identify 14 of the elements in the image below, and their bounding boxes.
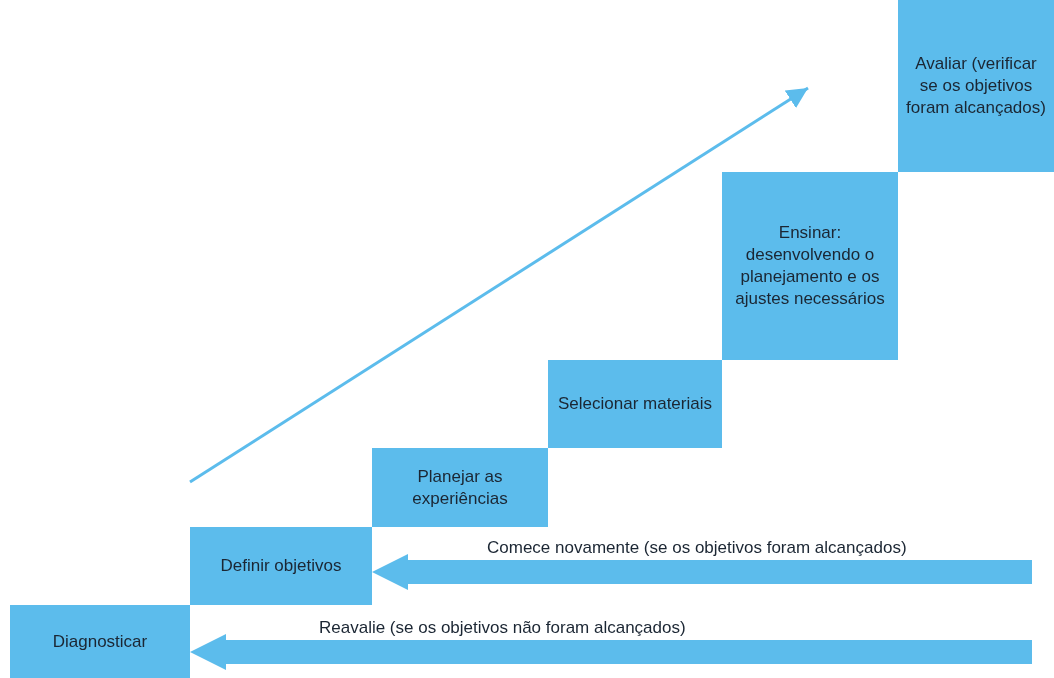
step-box [10, 605, 190, 678]
arrow [190, 634, 1032, 670]
step-box [722, 172, 898, 360]
step-box [190, 527, 372, 605]
step-box [372, 448, 548, 527]
step-text: Ensinar: desenvolvendo o planejamento e os ajustes necessários [734, 222, 886, 310]
step-text: Selecionar materiais [558, 393, 712, 415]
step-box [898, 0, 1054, 172]
step-box [548, 360, 722, 448]
step-text: Definir objetivos [220, 555, 342, 577]
step-text: Diagnosticar [52, 630, 148, 653]
step-text: Planejar as experiências [411, 465, 509, 510]
step-text: Avaliar (verificar se os objetivos foram alcançados) [905, 53, 1047, 119]
arrow [372, 554, 1032, 590]
